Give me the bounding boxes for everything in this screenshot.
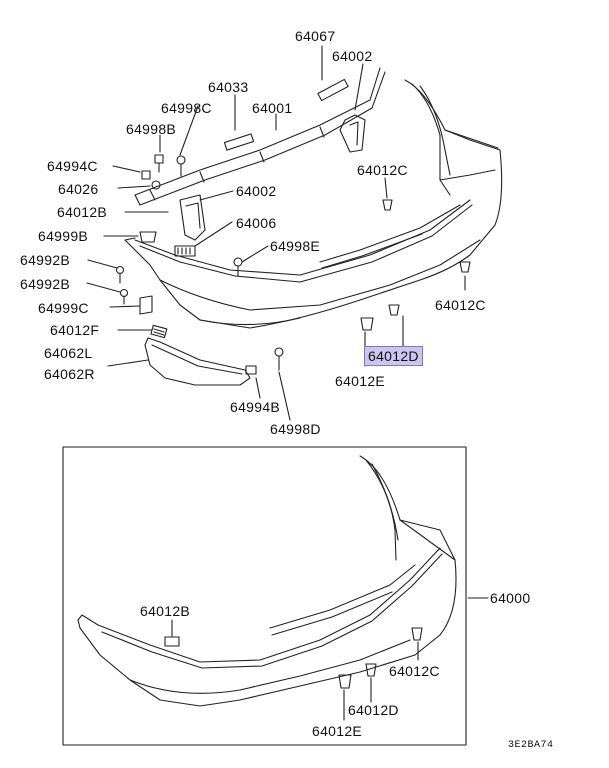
- label-64992B-1[interactable]: 64992B: [20, 252, 71, 268]
- label-64067[interactable]: 64067: [295, 28, 336, 44]
- leader-lines-lower: [171, 597, 489, 721]
- label-64012C-right[interactable]: 64012C: [435, 297, 486, 313]
- diagram-code: 3E2BA74: [508, 740, 554, 751]
- label-64006[interactable]: 64006: [236, 215, 277, 231]
- upper-bumper-cover: [124, 79, 503, 329]
- label-64012C-top[interactable]: 64012C: [357, 162, 408, 178]
- lower-bumper-assembly: [77, 455, 457, 707]
- label-64998D[interactable]: 64998D: [270, 421, 321, 437]
- label-64000[interactable]: 64000: [490, 590, 531, 606]
- label-64992B-2[interactable]: 64992B: [20, 276, 71, 292]
- label-64001[interactable]: 64001: [252, 100, 293, 116]
- assembly-frame: [62, 446, 467, 746]
- leader-lines-upper: [86, 45, 466, 421]
- label-64012E-bottom[interactable]: 64012E: [312, 723, 363, 739]
- label-64012D-top-highlighted[interactable]: 64012D: [364, 346, 423, 366]
- label-64062R[interactable]: 64062R: [44, 366, 95, 382]
- label-64002-top[interactable]: 64002: [332, 48, 373, 64]
- bracket-64002-top: [339, 114, 366, 153]
- moulding-64062: [144, 337, 251, 386]
- upper-beam: [134, 67, 386, 206]
- label-64998C[interactable]: 64998C: [161, 100, 212, 116]
- label-64012B-top[interactable]: 64012B: [57, 204, 108, 220]
- label-64994B[interactable]: 64994B: [230, 399, 281, 415]
- label-64999B[interactable]: 64999B: [38, 228, 89, 244]
- label-64012C-bottom[interactable]: 64012C: [389, 663, 440, 679]
- label-64002-mid[interactable]: 64002: [236, 183, 277, 199]
- label-64062L[interactable]: 64062L: [44, 345, 93, 361]
- label-64012F[interactable]: 64012F: [50, 322, 100, 338]
- label-64026[interactable]: 64026: [58, 181, 99, 197]
- label-64012E-top[interactable]: 64012E: [335, 373, 386, 389]
- fasteners: [115, 154, 471, 375]
- label-64012B-bottom[interactable]: 64012B: [140, 603, 191, 619]
- label-64033[interactable]: 64033: [208, 79, 249, 95]
- label-64998B[interactable]: 64998B: [126, 121, 177, 137]
- label-64999C[interactable]: 64999C: [38, 300, 89, 316]
- label-64994C[interactable]: 64994C: [47, 158, 98, 174]
- bracket-64002-mid: [179, 194, 206, 241]
- label-64012D-bottom[interactable]: 64012D: [348, 702, 399, 718]
- label-64998E[interactable]: 64998E: [270, 238, 321, 254]
